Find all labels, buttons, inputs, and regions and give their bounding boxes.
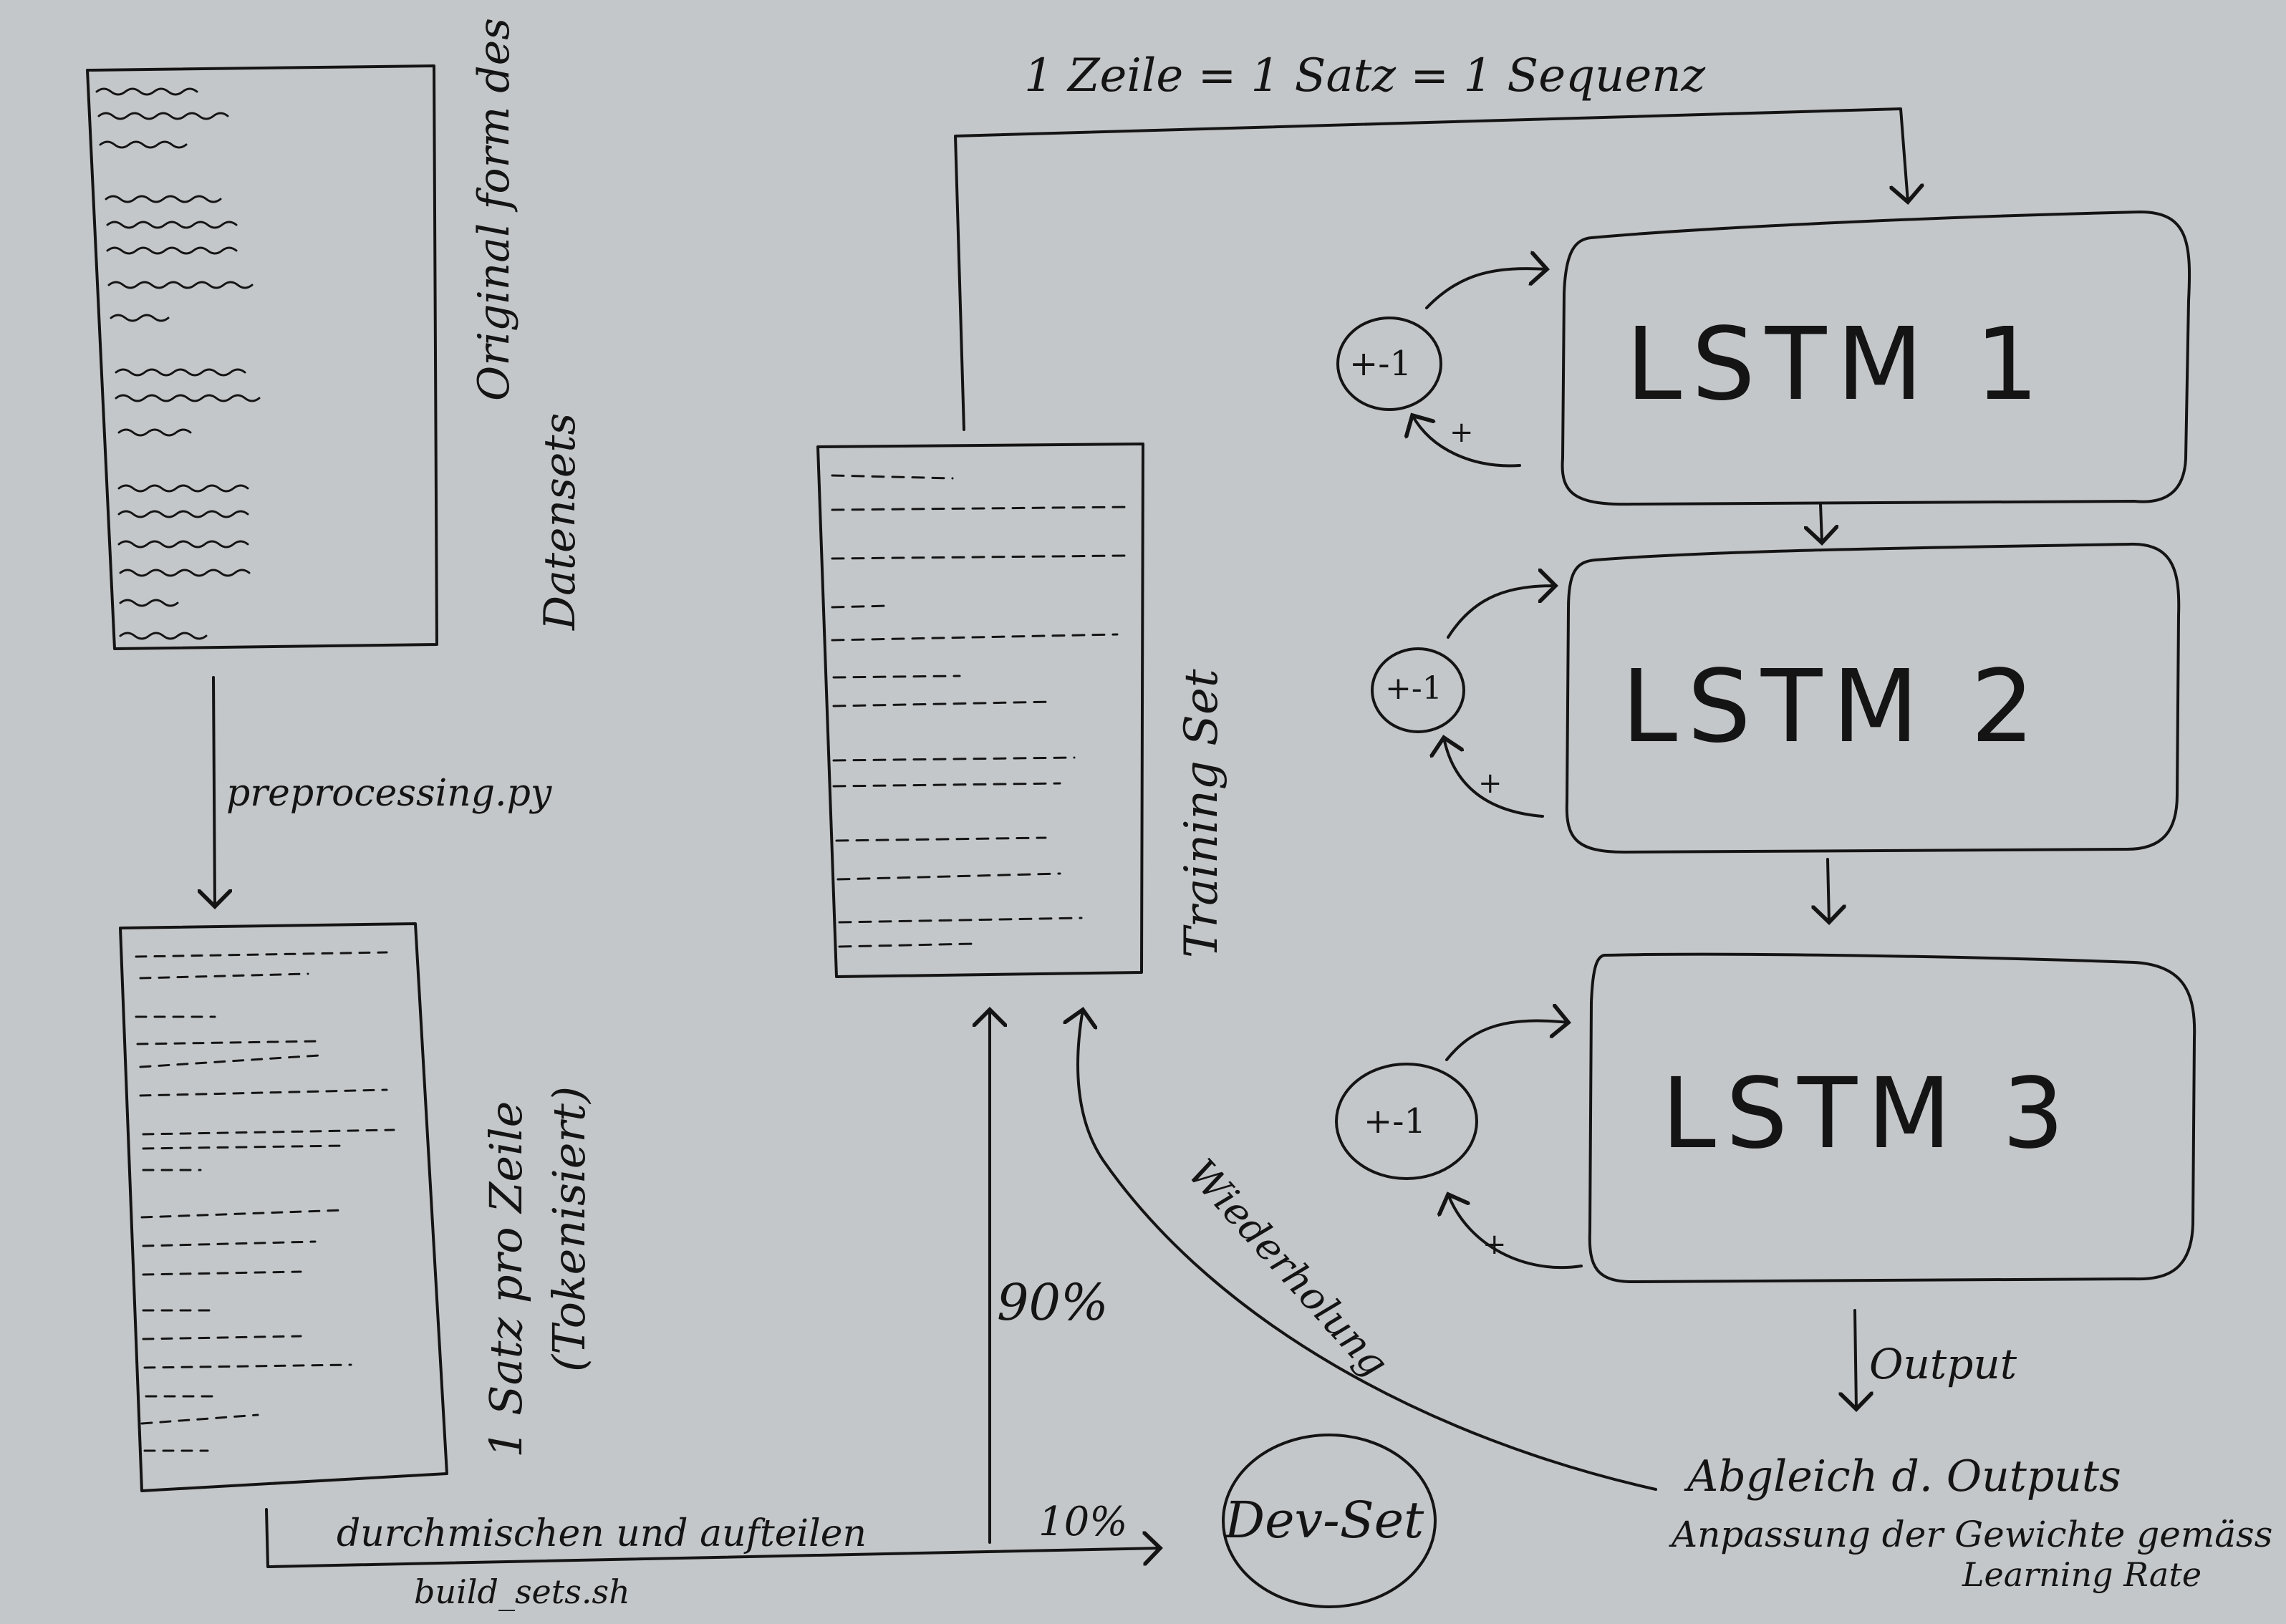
lstm3-loop-node [1335,1063,1478,1180]
original-dataset-document [86,64,438,650]
lstm2-plus-label: + [1478,767,1503,800]
training-set-document [816,443,1144,978]
lstm2-feedback-out [1447,586,1556,639]
tokenized-label: (Tokenisiert) [543,1086,595,1372]
lstm1-loop-node [1336,316,1442,411]
sequence-label: 1 Zeile = 1 Satz = 1 Sequenz [1024,49,1706,102]
lstm3-loop-label: +-1 [1364,1101,1426,1141]
lstm1-label: LSTM 1 [1626,306,2049,423]
compare-outputs-label: Abgleich d. Outputs [1687,1451,2121,1502]
lstm2-to-lstm3-arrow [1828,858,1829,922]
tokenized-document [119,922,448,1492]
lstm3-label: LSTM 3 [1662,1058,2075,1171]
lstm1-to-lstm2-arrow [1820,503,1822,543]
adjust-weights-label: Anpassung der Gewichte gemäss [1672,1514,2273,1555]
lstm2-feedback-in [1444,738,1544,818]
shuffle-split-line [265,1508,1160,1568]
one-sentence-per-line-label: 1 Satz pro Zeile [480,1101,532,1458]
datasets-label: Datensets [535,412,585,630]
lstm1-loop-label: +-1 [1349,344,1412,384]
lstm2-box [1565,542,2181,854]
lstm2-loop-label: +-1 [1385,670,1442,707]
percent-90-label: 90% [997,1273,1109,1332]
lstm2-loop-node [1371,647,1465,733]
dev-set-circle [1222,1434,1437,1608]
lstm3-feedback-out [1445,1021,1568,1061]
preprocessing-label: preprocessing.py [226,772,552,815]
shuffle-split-label: durchmischen und aufteilen [337,1512,867,1555]
repetition-arrow [1078,1010,1657,1491]
lstm1-feedback-in [1412,415,1521,468]
sequence-input-arrow [954,107,1908,431]
lstm3-feedback-in [1448,1194,1583,1270]
lstm1-plus-label: + [1450,416,1474,449]
lstm1-feedback-out [1425,269,1547,309]
preprocessing-arrow [213,676,215,907]
build-sets-label: build_sets.sh [414,1572,630,1611]
output-arrow [1855,1309,1856,1409]
lstm2-label: LSTM 2 [1621,649,2045,765]
original-form-label: Original form des [469,17,519,401]
lstm3-plus-label: + [1482,1228,1507,1261]
learning-rate-label: Learning Rate [1962,1555,2202,1594]
dev-set-label: Dev-Set [1225,1491,1424,1550]
training-set-label: Training Set [1175,669,1228,958]
lstm1-box [1561,211,2191,506]
lstm3-box [1588,952,2196,1283]
output-label: Output [1869,1340,2017,1388]
percent-10-label: 10% [1038,1499,1128,1545]
